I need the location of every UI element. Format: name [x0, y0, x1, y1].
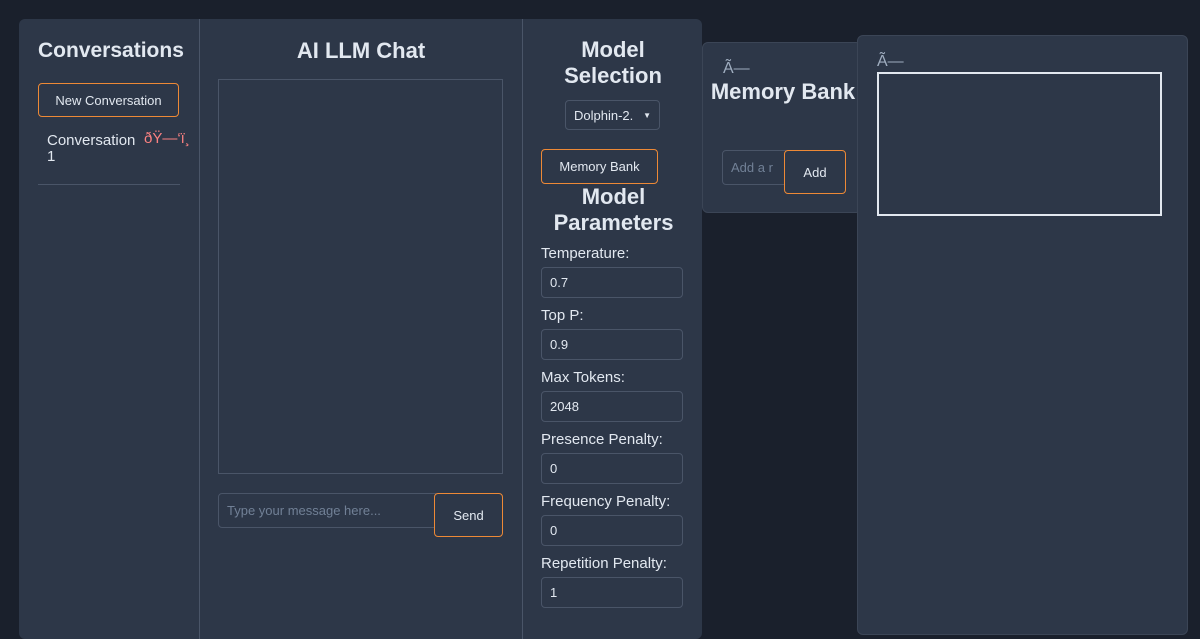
- memory-input[interactable]: Add a r: [722, 150, 786, 185]
- chevron-down-icon: ▼: [643, 110, 651, 120]
- param-max-tokens: Max Tokens: 2048: [541, 369, 683, 422]
- chat-messages[interactable]: [218, 79, 503, 474]
- message-input[interactable]: Type your message here...: [218, 493, 436, 528]
- trash-icon[interactable]: ðŸ—‘ï¸: [144, 130, 190, 147]
- param-temperature: Temperature: 0.7: [541, 245, 683, 298]
- model-select[interactable]: Dolphin-2. ▼: [565, 100, 660, 130]
- conversation-divider: [38, 184, 180, 185]
- param-label: Frequency Penalty:: [541, 493, 671, 510]
- param-repetition-penalty: Repetition Penalty: 1: [541, 555, 683, 608]
- presence-penalty-input[interactable]: 0: [541, 453, 683, 484]
- param-label: Max Tokens:: [541, 369, 625, 386]
- add-memory-button[interactable]: Add: [784, 150, 846, 194]
- memory-bank-button[interactable]: Memory Bank: [541, 149, 658, 184]
- param-label: Top P:: [541, 307, 584, 324]
- right-panel: Ã—: [857, 35, 1188, 635]
- chat-title: AI LLM Chat: [296, 38, 426, 63]
- content-frame: [877, 72, 1162, 216]
- temperature-input[interactable]: 0.7: [541, 267, 683, 298]
- model-parameters-title: Model Parameters: [553, 184, 674, 235]
- repetition-penalty-input[interactable]: 1: [541, 577, 683, 608]
- param-frequency-penalty: Frequency Penalty: 0: [541, 493, 683, 546]
- top-p-input[interactable]: 0.9: [541, 329, 683, 360]
- memory-bank-title: Memory Bank: [710, 79, 856, 104]
- param-label: Temperature:: [541, 245, 630, 262]
- param-top-p: Top P: 0.9: [541, 307, 683, 360]
- param-label: Presence Penalty:: [541, 431, 663, 448]
- model-select-value: Dolphin-2.: [574, 107, 634, 123]
- conversation-item[interactable]: Conversation 1 ðŸ—‘ï¸: [47, 130, 197, 185]
- frequency-penalty-input[interactable]: 0: [541, 515, 683, 546]
- param-label: Repetition Penalty:: [541, 555, 667, 572]
- new-conversation-button[interactable]: New Conversation: [38, 83, 179, 117]
- memory-bank-panel: Ã— Memory Bank Add a r Add: [702, 42, 862, 213]
- max-tokens-input[interactable]: 2048: [541, 391, 683, 422]
- conversation-label: Conversation 1: [47, 132, 136, 165]
- model-selection-title: Model Selection: [564, 37, 662, 88]
- close-icon[interactable]: Ã—: [877, 53, 904, 70]
- app-container: Conversations New Conversation Conversat…: [19, 19, 702, 639]
- send-button[interactable]: Send: [434, 493, 503, 537]
- close-icon[interactable]: Ã—: [723, 60, 750, 77]
- model-panel: Model Selection Dolphin-2. ▼ Memory Bank…: [523, 19, 702, 639]
- sidebar: Conversations New Conversation Conversat…: [19, 19, 199, 639]
- param-presence-penalty: Presence Penalty: 0: [541, 431, 683, 484]
- chat-area: AI LLM Chat Type your message here... Se…: [200, 19, 522, 639]
- chat-divider: [522, 19, 523, 639]
- sidebar-divider: [199, 19, 200, 639]
- sidebar-title: Conversations: [38, 39, 184, 62]
